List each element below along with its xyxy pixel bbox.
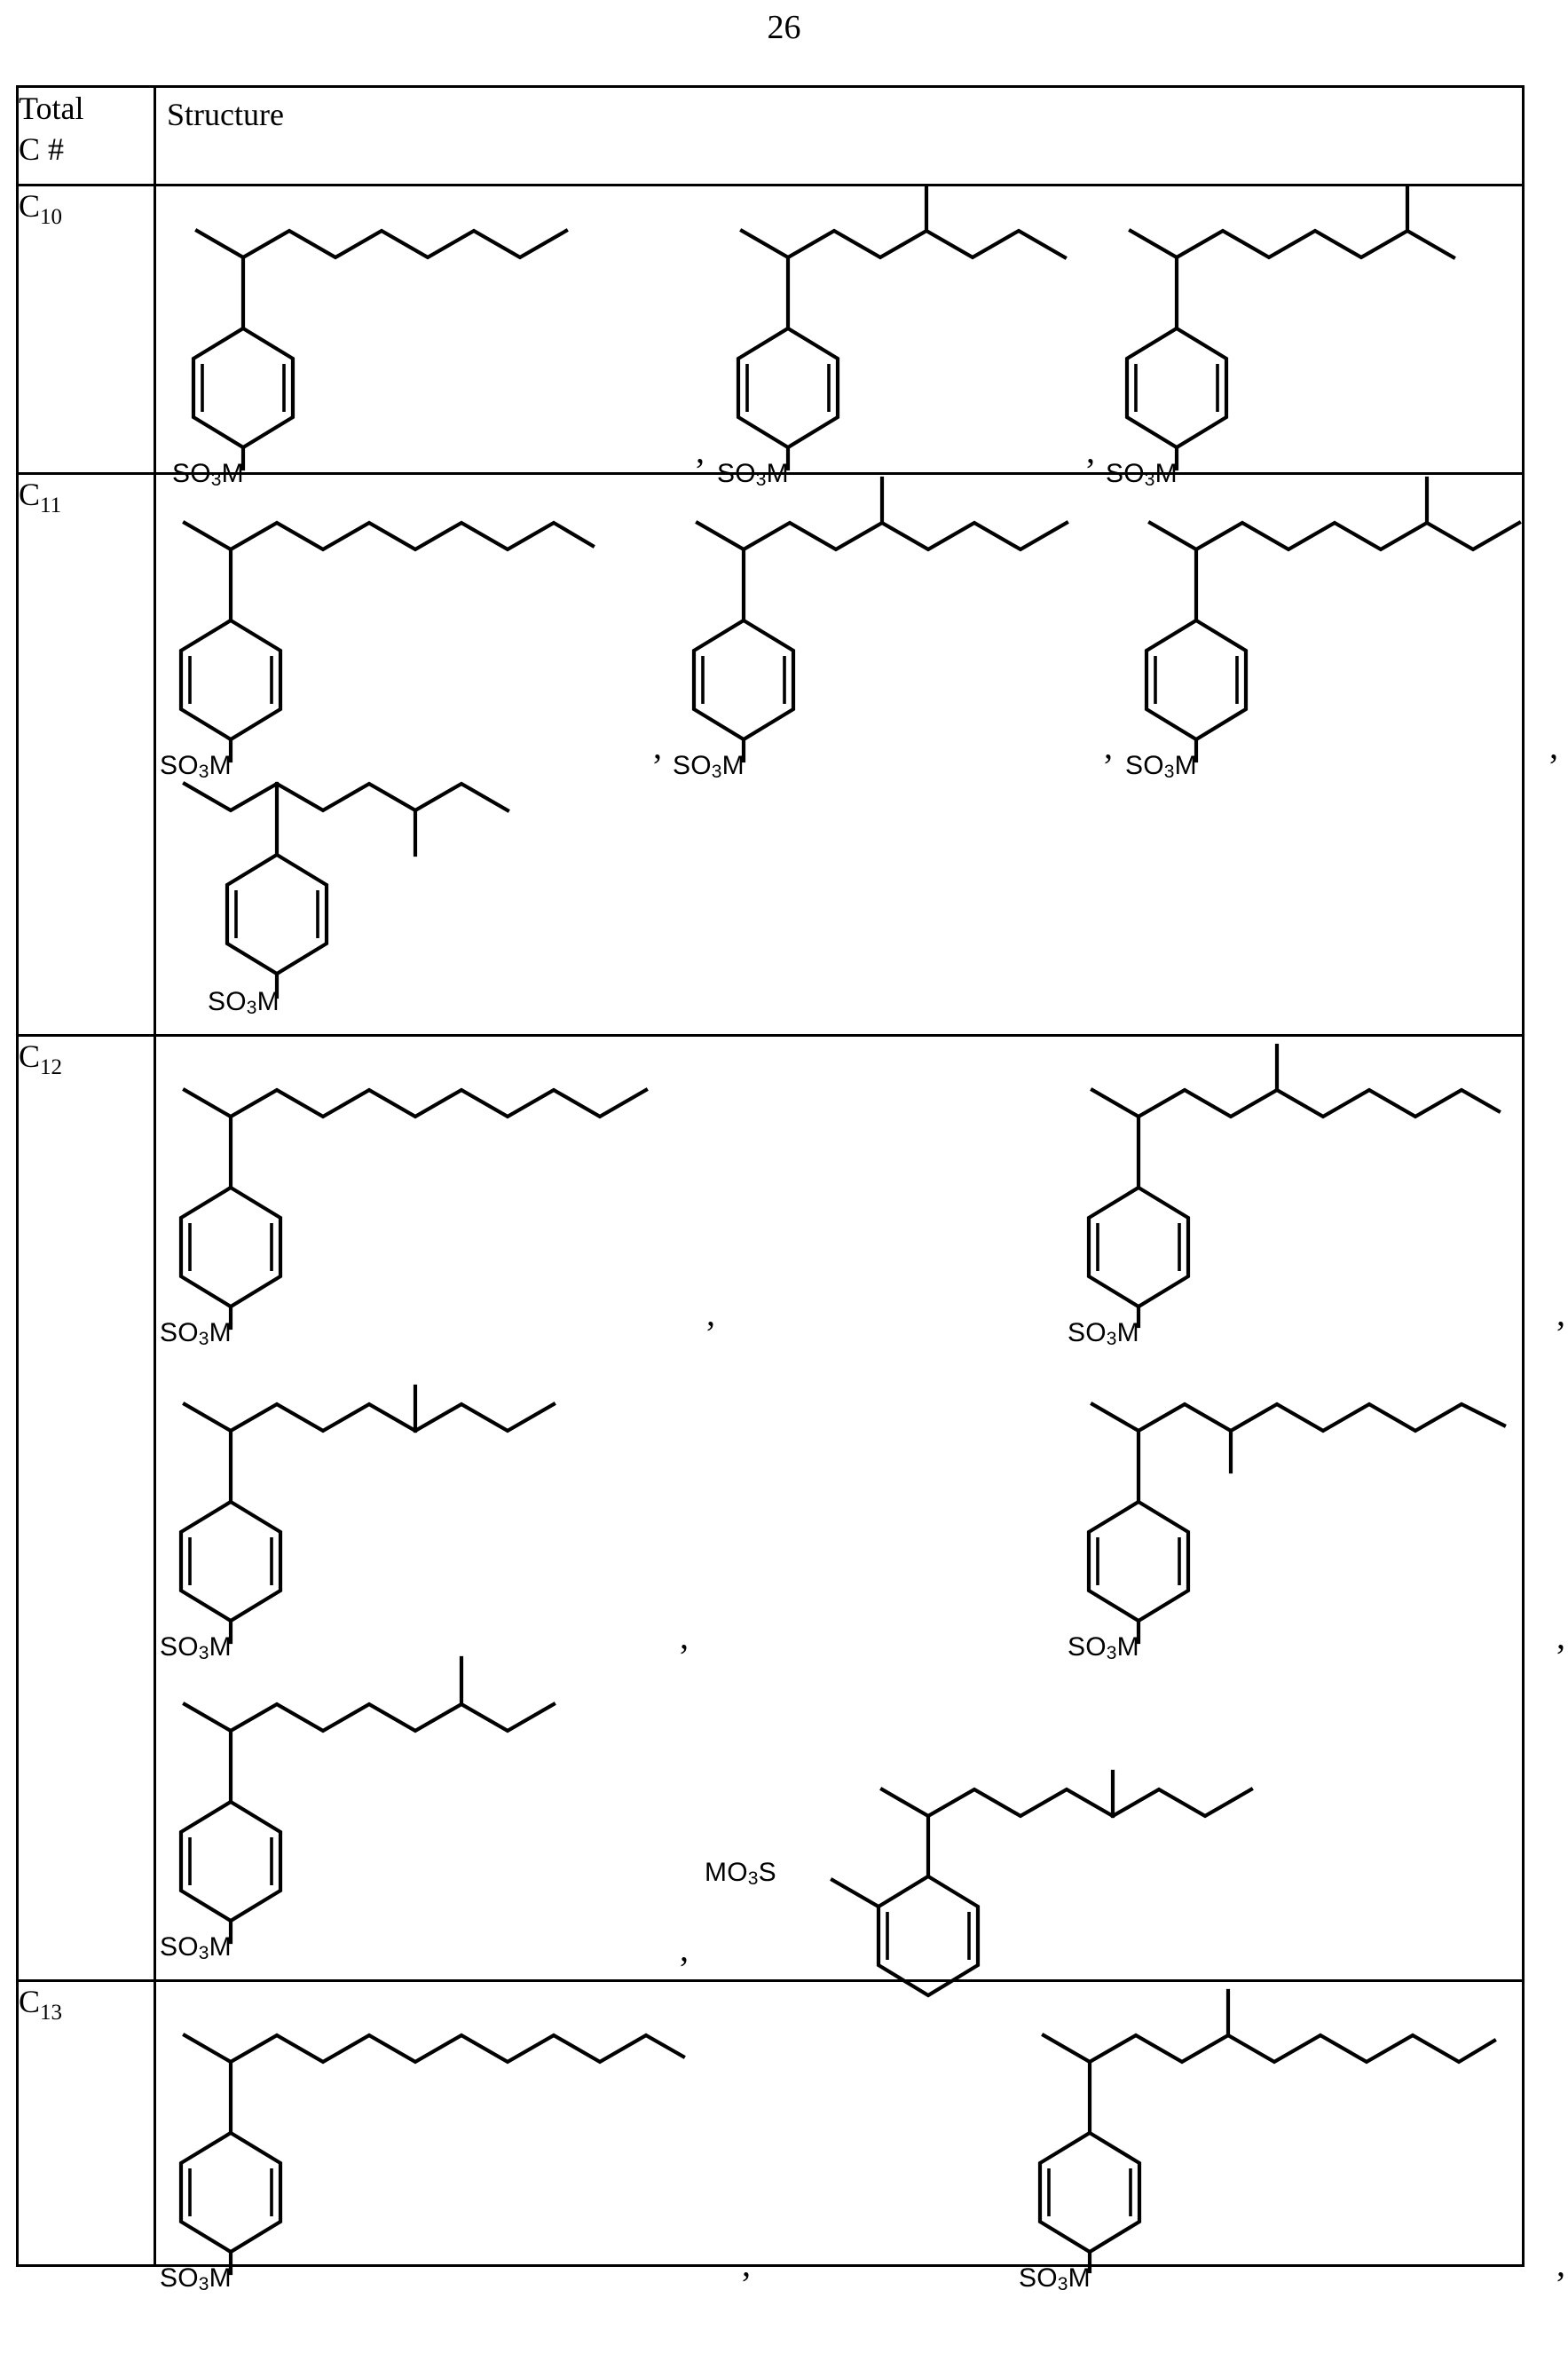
- structure-c12-4: SO3M: [1068, 1376, 1509, 1663]
- sulfonate-label: SO3M: [1019, 2264, 1091, 2299]
- structure-c11-3: SO3M: [1125, 476, 1532, 782]
- separator-comma: ,: [1556, 1616, 1565, 1656]
- separator-comma: ,: [696, 430, 705, 470]
- row-label-sub: 13: [40, 2001, 63, 2025]
- structure-c10-3: SO3M: [1106, 184, 1494, 490]
- sulfonate-text: SO3M: [1068, 1632, 1139, 1664]
- table-row: C13 SO3M: [16, 1979, 1565, 2294]
- row-label-c11: C11: [16, 472, 156, 1037]
- sulfonate-text: SO3M: [208, 987, 280, 1019]
- header-carbon-count-line2: C #: [19, 131, 65, 167]
- structure-c11-2: SO3M: [673, 476, 1079, 782]
- row-structures-c12: SO3M ,: [154, 1034, 1565, 1998]
- separator-comma: ,: [742, 2244, 751, 2284]
- sulfonate-label: SO3M: [160, 2264, 232, 2299]
- table-row: C12 SO3M: [16, 1034, 1565, 1998]
- structure-c12-1: SO3M: [160, 1062, 655, 1349]
- structure-c13-2: SO3M: [1019, 1987, 1497, 2294]
- row-structures-c11: SO3M ,: [154, 472, 1558, 1037]
- separator-comma: ,: [1104, 726, 1113, 766]
- sulfonate-label: SO3M: [160, 1933, 232, 1968]
- separator-comma: ,: [680, 1929, 689, 1969]
- row-label-c10: C10: [16, 184, 156, 475]
- sulfonate-text: SO3M: [160, 1318, 232, 1350]
- sulfonate-text: SO3M: [1019, 2263, 1091, 2295]
- sulfonate-text: SO3M: [160, 1632, 232, 1664]
- separator-comma: ,: [1086, 430, 1095, 470]
- structure-table: Total C # Structure C10: [16, 85, 1565, 2294]
- row-label-base: C: [19, 1038, 41, 1074]
- sulfonate-text: SO3M: [160, 1932, 232, 1964]
- sulfonate-label: SO3M: [673, 752, 745, 786]
- structure-c12-2: SO3M: [1068, 1042, 1501, 1349]
- sulfonate-label: SO3M: [208, 988, 280, 1023]
- row-label-base: C: [19, 1984, 41, 2019]
- page-number: 26: [767, 9, 801, 46]
- separator-comma: ,: [653, 726, 662, 766]
- structure-c13-1: SO3M: [160, 2007, 690, 2294]
- table-header-row: Total C # Structure: [16, 85, 1525, 186]
- row-label-c13: C13: [16, 1979, 156, 2267]
- table-row: C11 SO3M: [16, 472, 1558, 1037]
- row-label-c12: C12: [16, 1034, 156, 1982]
- row-structures-c10: SO3M ,: [154, 184, 1525, 490]
- structure-c12-5: SO3M: [160, 1655, 566, 1963]
- sulfonate-text: SO3M: [160, 2263, 232, 2295]
- row-label-base: C: [19, 188, 41, 224]
- sulfonate-label: SO3M: [160, 1319, 232, 1354]
- row-label-sub: 10: [40, 205, 63, 230]
- row-label-sub: 11: [40, 494, 62, 518]
- sulfonate-label: SO3M: [160, 752, 232, 786]
- row-label-sub: 12: [40, 1055, 63, 1080]
- sulfonate-text: SO3M: [673, 751, 745, 783]
- header-structure-label: Structure: [167, 97, 284, 132]
- sulfonate-label: SO3M: [160, 1633, 232, 1668]
- separator-comma: ,: [680, 1616, 689, 1656]
- row-structures-c13: SO3M ,: [154, 1979, 1565, 2294]
- structure-c11-4: SO3M: [176, 773, 557, 1031]
- structure-c11-1: SO3M: [160, 494, 595, 782]
- sulfonate-text: SO3M: [160, 751, 232, 783]
- sulfonate-text: SO3M: [1068, 1318, 1139, 1350]
- sulfonate-prefix-text: MO3S: [705, 1858, 776, 1890]
- header-cell-structure: Structure: [154, 85, 1525, 186]
- table-row: C10: [16, 184, 1525, 490]
- structure-c12-3: SO3M: [160, 1376, 593, 1663]
- separator-comma: ,: [706, 1293, 715, 1333]
- separator-comma: ,: [1556, 1293, 1565, 1333]
- sulfonate-label: SO3M: [1125, 752, 1197, 786]
- structure-c12-6: MO3S: [705, 1743, 1319, 1998]
- row-label-base: C: [19, 477, 41, 512]
- separator-comma: ,: [1556, 2244, 1565, 2284]
- separator-comma: ,: [1549, 726, 1558, 766]
- structure-c10-2: SO3M: [717, 184, 1106, 490]
- structure-c10-1: SO3M: [172, 202, 605, 490]
- header-cell-carbon-count: Total C #: [16, 85, 156, 186]
- sulfonate-label-prefix: MO3S: [705, 1859, 776, 1893]
- sulfonate-label: SO3M: [1068, 1633, 1139, 1668]
- sulfonate-text: SO3M: [1125, 751, 1197, 783]
- header-carbon-count-line1: Total: [19, 91, 84, 126]
- sulfonate-label: SO3M: [1068, 1319, 1139, 1354]
